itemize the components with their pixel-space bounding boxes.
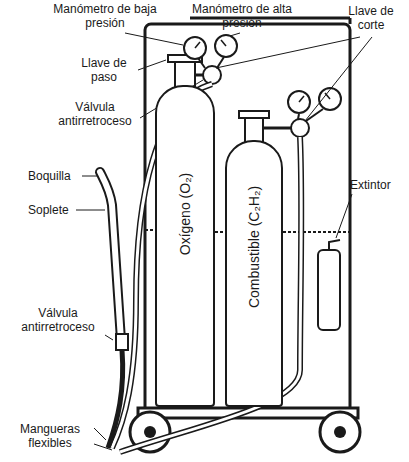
- part-label: Soplete: [28, 203, 88, 217]
- valve-label: Válvula antirretroceso: [8, 306, 108, 334]
- cylinder-label: Combustible (C₂H₂): [246, 186, 262, 308]
- part-label: Boquilla: [28, 169, 88, 183]
- cylinder-label: Oxígeno (O₂): [177, 173, 193, 255]
- valve-label: Llave de corte: [338, 4, 404, 32]
- hose-label: Mangueras flexibles: [4, 422, 96, 450]
- part-label: Extintor: [350, 178, 406, 192]
- valve-label: Llave de paso: [68, 56, 140, 84]
- gas-cylinder: Oxígeno (O₂): [155, 85, 215, 407]
- gauge-label: Manómetro de baja presión: [50, 2, 160, 30]
- gauge-label: Manómetro de alta presión: [188, 2, 296, 30]
- valve-label: Válvula antirretroceso: [45, 100, 145, 128]
- gas-cylinder: Combustible (C₂H₂): [225, 140, 283, 407]
